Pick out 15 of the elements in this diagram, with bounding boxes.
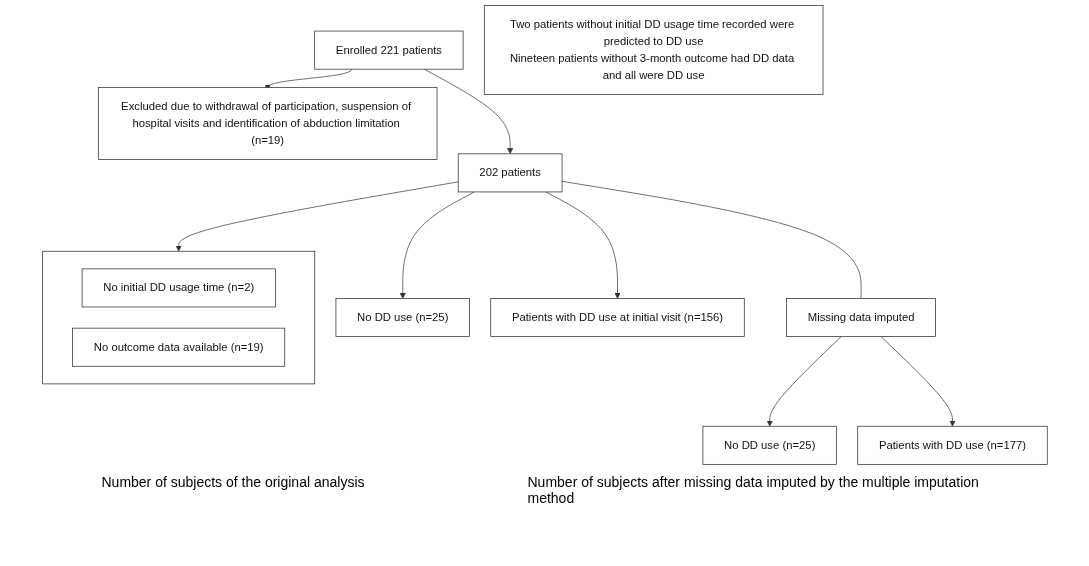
node-box: No DD use (n=25) [335, 298, 470, 337]
node-box: 202 patients [457, 153, 562, 193]
node-box: Patients with DD use (n=177) [856, 425, 1048, 465]
node-box: Enrolled 221 patients [313, 30, 463, 70]
node-box: No outcome data available (n=19) [71, 327, 285, 367]
node-box: Missing data imputed [785, 298, 936, 337]
node-box: Two patients without initial DD usage time recorded were predicted to DD use Nineteen patients without 3-month outcome had DD data and all were DD use [483, 5, 823, 95]
node-box: No DD use (n=25) [702, 425, 837, 465]
cluster [41, 250, 315, 385]
node-box: Excluded due to withdrawal of participation, suspension of hospital visits and identification of abduction limitation (n=19) [97, 87, 437, 160]
note-text: Number of subjects of the original analysis [101, 474, 365, 492]
node-box: Patients with DD use at initial visit (n=156) [489, 298, 745, 337]
connector [561, 181, 861, 299]
node-box: No initial DD usage time (n=2) [81, 268, 276, 308]
note-text: Number of subjects after missing data imputed by the multiple imputation method [527, 474, 980, 506]
